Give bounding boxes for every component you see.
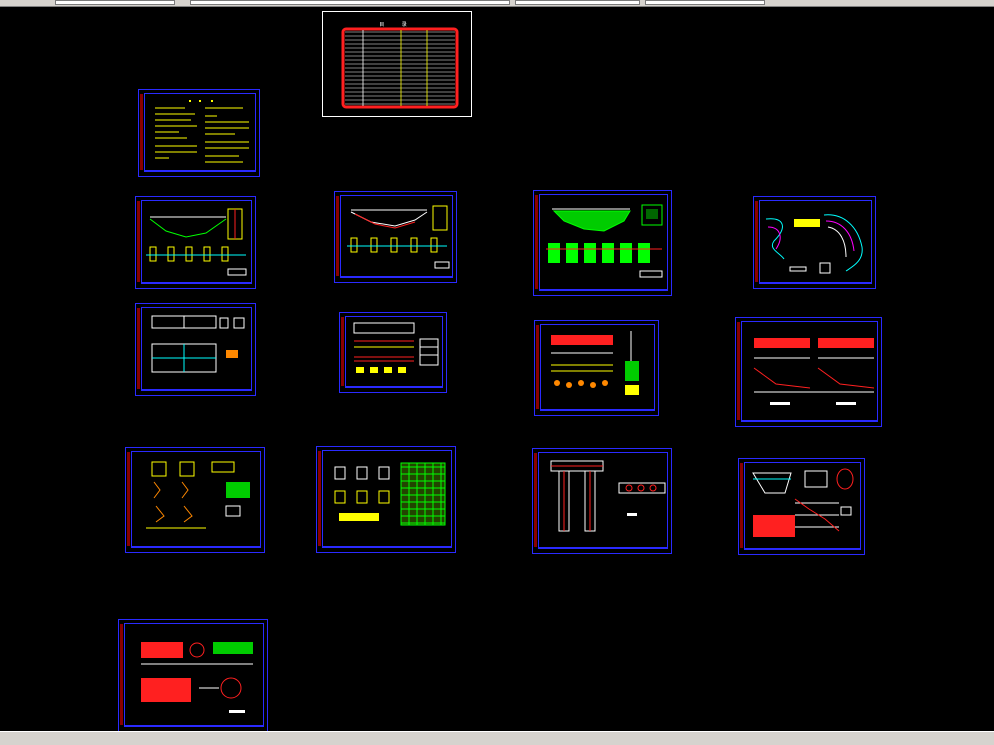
sheet-elevation-2-content — [347, 205, 450, 269]
sheet-girder-layout-content — [151, 315, 245, 373]
sheet-detail-table[interactable] — [316, 446, 456, 553]
sheet-rebar-1[interactable] — [339, 312, 447, 393]
sheet-abutment-content — [752, 468, 854, 537]
sheet-deck-rebar-content — [141, 642, 253, 713]
status-bar — [0, 731, 994, 745]
sheet-elevation-2[interactable] — [334, 191, 457, 283]
toolbar-field[interactable] — [515, 0, 640, 5]
sheet-section-red[interactable] — [735, 317, 882, 427]
sheet-notes-content — [155, 100, 249, 163]
sheet-detail-1-content — [146, 461, 250, 529]
toolbar-field[interactable] — [645, 0, 765, 5]
sheet-notes[interactable] — [138, 89, 260, 177]
sheet-rebar-2-content — [551, 331, 639, 395]
sheet-rebar-2[interactable] — [534, 320, 659, 416]
sheet-site-plan[interactable] — [753, 196, 876, 289]
cover-sheet[interactable]: 目 录 — [322, 11, 472, 117]
sheet-elevation-1-content — [146, 208, 247, 276]
sheet-detail-1[interactable] — [125, 447, 265, 553]
sheet-rebar-1-content — [353, 322, 439, 373]
sheet-elevation-1[interactable] — [135, 196, 256, 289]
sheet-pier[interactable] — [532, 448, 672, 554]
toolbar-field[interactable] — [190, 0, 510, 5]
sheet-girder-layout[interactable] — [135, 303, 256, 396]
sheet-site-plan-content — [765, 214, 863, 274]
sheet-elevation-3[interactable] — [533, 190, 672, 296]
sheet-section-red-content — [753, 338, 875, 405]
cover-sheet-title: 目 录 — [379, 22, 415, 28]
sheet-elevation-3-content — [546, 204, 663, 278]
toolbar — [0, 0, 994, 7]
sheet-abutment[interactable] — [738, 458, 865, 555]
sheet-detail-table-content — [334, 462, 446, 526]
drawing-canvas[interactable]: 目 录 — [0, 7, 994, 732]
toolbar-field[interactable] — [55, 0, 175, 5]
cover-sheet-table — [341, 27, 459, 109]
sheet-deck-rebar[interactable] — [118, 619, 268, 732]
sheet-pier-content — [550, 460, 666, 532]
